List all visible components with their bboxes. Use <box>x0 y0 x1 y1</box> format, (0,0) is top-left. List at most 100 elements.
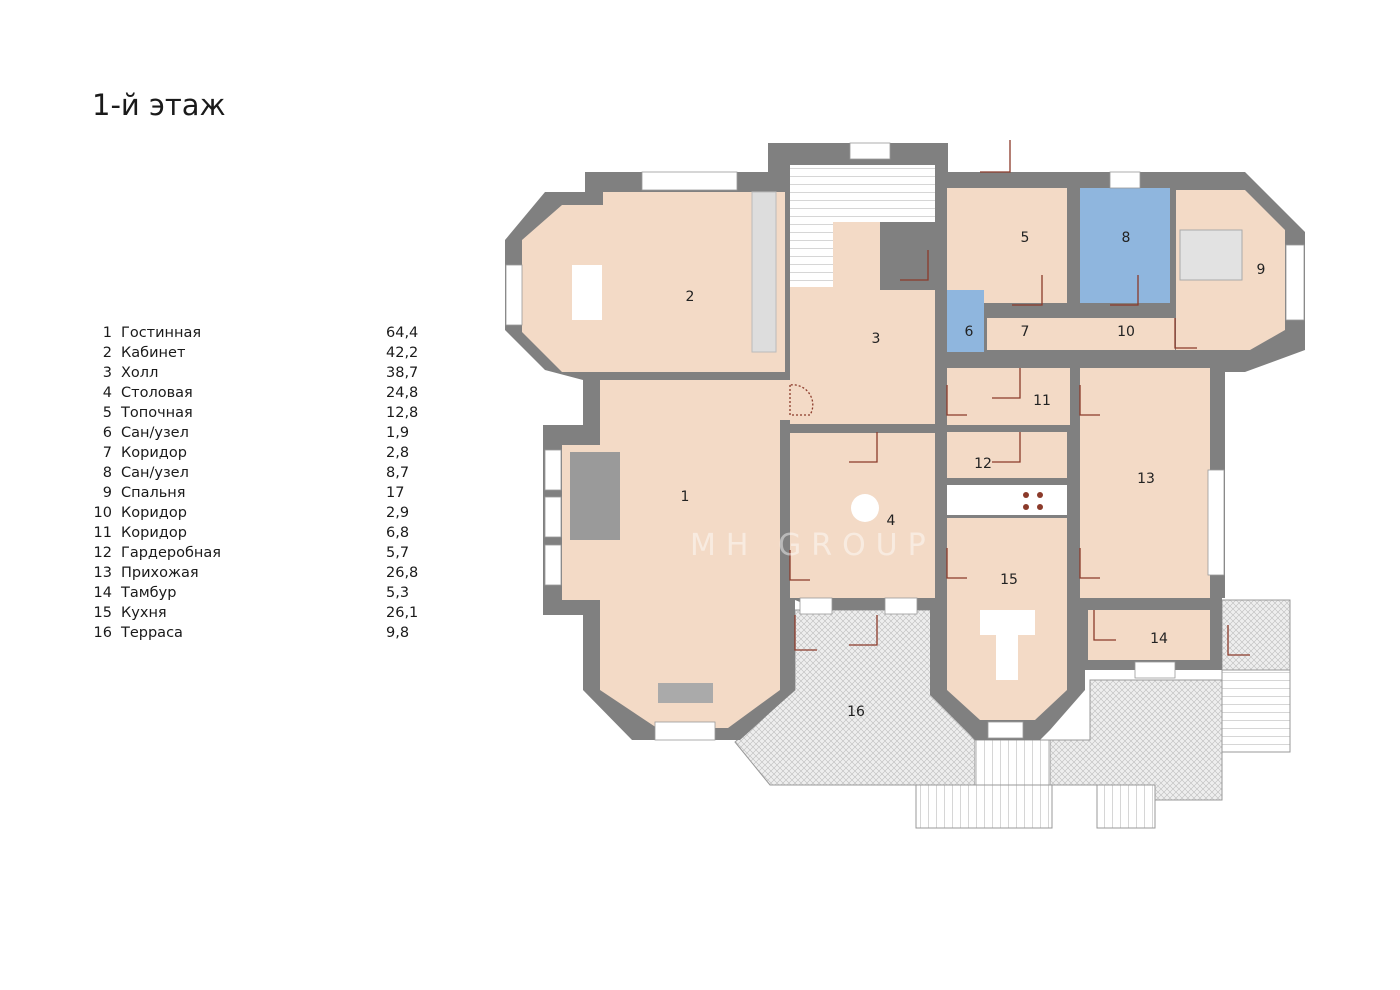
room-area: 5,7 <box>386 545 410 561</box>
kitchen-counter <box>947 485 1067 515</box>
corridor-7-10-floor <box>987 318 1175 350</box>
room-label: 13 <box>1137 471 1155 487</box>
radiator <box>751 191 777 353</box>
room-name: Холл <box>121 365 159 381</box>
legend-row: 14 Тамбур 5,3 <box>86 583 426 603</box>
room-area: 42,2 <box>386 345 419 361</box>
room-label: 7 <box>1021 324 1030 340</box>
room-area: 26,8 <box>386 565 419 581</box>
terrace-stairs-right <box>1096 784 1156 829</box>
room-number: 16 <box>93 625 112 641</box>
legend-row: 6 Сан/узел 1,9 <box>86 423 426 443</box>
doors <box>789 140 1250 656</box>
room-name: Кухня <box>121 605 167 621</box>
room-area: 1,9 <box>386 425 410 441</box>
room-2-floor <box>522 192 785 372</box>
watermark: MH GROUP <box>690 528 936 563</box>
room-label: 4 <box>887 513 896 529</box>
room-name: Терраса <box>121 625 183 641</box>
room-number: 1 <box>102 325 112 341</box>
bed <box>1179 229 1243 281</box>
room-11-floor <box>947 368 1070 425</box>
main-staircase-lower <box>790 222 833 287</box>
stove-burner <box>1023 504 1029 510</box>
entrance-stairs <box>1221 669 1291 753</box>
legend-row: 12 Гардеробная 5,7 <box>86 543 426 563</box>
room-area: 24,8 <box>386 385 419 401</box>
desk <box>572 265 602 320</box>
room-number: 9 <box>102 485 112 501</box>
room-number: 12 <box>93 545 112 561</box>
room-name: Гостинная <box>121 325 202 341</box>
room-number: 8 <box>102 465 112 481</box>
room-area: 17 <box>386 485 405 501</box>
room-label: 10 <box>1117 324 1135 340</box>
room-label: 15 <box>1000 572 1018 588</box>
fireplace-sofa <box>658 683 713 703</box>
room-name: Коридор <box>121 505 187 521</box>
room-name: Спальня <box>121 485 186 501</box>
legend-row: 4 Столовая 24,8 <box>86 383 426 403</box>
room-12-floor <box>947 432 1067 478</box>
room-area: 2,8 <box>386 445 410 461</box>
room-label: 6 <box>965 324 974 340</box>
hall-opening <box>780 380 792 420</box>
room-number: 14 <box>93 585 112 601</box>
legend-row: 11 Коридор 6,8 <box>86 523 426 543</box>
stove-burner <box>1023 492 1029 498</box>
room-label: 14 <box>1150 631 1168 647</box>
room-area: 8,7 <box>386 465 410 481</box>
legend-row: 9 Спальня 17 <box>86 483 426 503</box>
room-area: 64,4 <box>386 325 419 341</box>
room-area: 9,8 <box>386 625 410 641</box>
room-name: Сан/узел <box>121 425 189 441</box>
floor-title: 1-й этаж <box>92 88 226 122</box>
room-name: Тамбур <box>121 585 177 601</box>
room-label: 3 <box>872 331 881 347</box>
legend-row: 3 Холл 38,7 <box>86 363 426 383</box>
legend-row: 10 Коридор 2,9 <box>86 503 426 523</box>
room-area: 5,3 <box>386 585 410 601</box>
room-name: Прихожая <box>121 565 199 581</box>
room-label: 12 <box>974 456 992 472</box>
room-area: 12,8 <box>386 405 419 421</box>
dining-table <box>851 494 879 522</box>
room-name: Гардеробная <box>121 545 221 561</box>
room-number: 11 <box>93 525 112 541</box>
room-label: 9 <box>1257 262 1266 278</box>
kitchen-island <box>980 610 1035 680</box>
room-8-floor <box>1080 188 1170 303</box>
room-name: Столовая <box>121 385 193 401</box>
room-number: 4 <box>102 385 112 401</box>
legend-row: 7 Коридор 2,8 <box>86 443 426 463</box>
room-number: 3 <box>102 365 112 381</box>
stove-burner <box>1037 492 1043 498</box>
room-name: Топочная <box>121 405 193 421</box>
room-number: 7 <box>102 445 112 461</box>
room-number: 2 <box>102 345 112 361</box>
room-area: 6,8 <box>386 525 410 541</box>
main-staircase <box>790 165 935 222</box>
room-5-floor <box>947 188 1067 303</box>
room-name: Коридор <box>121 445 187 461</box>
legend-row: 16 Терраса 9,8 <box>86 623 426 643</box>
room-area: 38,7 <box>386 365 419 381</box>
room-name: Коридор <box>121 525 187 541</box>
room-area: 26,1 <box>386 605 419 621</box>
room-label: 2 <box>686 289 695 305</box>
room-number: 6 <box>102 425 112 441</box>
room-label: 11 <box>1033 393 1051 409</box>
room-number: 10 <box>93 505 112 521</box>
room-area: 2,9 <box>386 505 410 521</box>
terrace-stairs-left <box>915 784 1053 829</box>
room-label: 5 <box>1021 230 1030 246</box>
room-13-floor <box>1080 368 1210 598</box>
room-14-floor <box>1088 610 1210 660</box>
